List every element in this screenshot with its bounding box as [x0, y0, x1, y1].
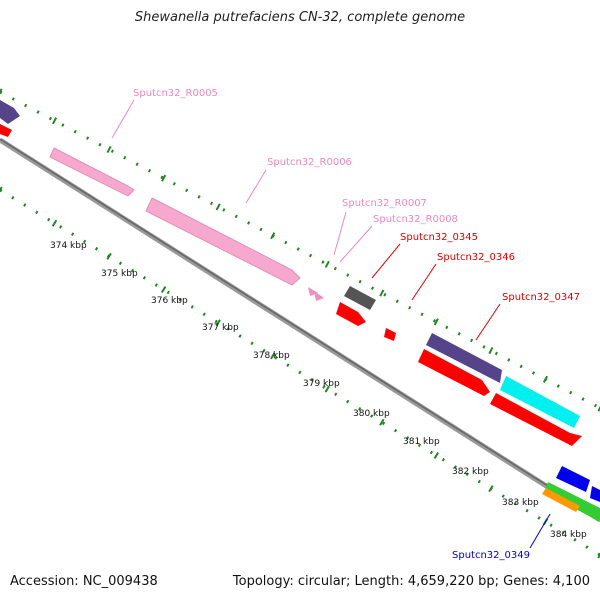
ruler-dash	[433, 451, 440, 459]
tick-label: 380 kbp	[353, 409, 390, 419]
label-r0006: Sputcn32_R0006	[267, 157, 352, 168]
tick-label: 377 kbp	[202, 323, 239, 333]
tick-label: 376 kbp	[151, 296, 188, 306]
feature-cds-blue-1[interactable]	[556, 466, 590, 492]
ruler-dash	[52, 117, 58, 125]
label-r0007: Sputcn32_R0007	[342, 198, 427, 209]
ruler-dash	[106, 145, 112, 154]
feature-cds-0347-purple[interactable]	[426, 333, 502, 383]
tick-label: 378 kbp	[253, 351, 290, 361]
ruler-dash	[379, 289, 385, 297]
ruler-dash	[270, 232, 276, 240]
ruler-dash	[160, 286, 167, 294]
tick-label: 384 kbp	[550, 530, 587, 540]
feature-cds-0349-orange[interactable]	[542, 488, 580, 512]
feature-cds-0346[interactable]	[384, 328, 396, 341]
ruler-dash	[597, 553, 600, 559]
tick-label: 375 kbp	[101, 269, 138, 279]
feature-cds-cyan[interactable]	[500, 376, 580, 428]
ruler-dash	[433, 318, 439, 326]
tick-label: 381 kbp	[403, 437, 440, 447]
feature-cds-purple-left[interactable]	[0, 100, 20, 124]
label-0345: Sputcn32_0345	[400, 232, 478, 243]
ruler-dash	[542, 375, 548, 383]
feature-trna-r0008[interactable]	[314, 291, 324, 301]
label-r0005: Sputcn32_R0005	[133, 88, 218, 99]
ruler-dash	[324, 385, 330, 393]
ruler-dash	[324, 260, 330, 268]
callout-lines	[111, 99, 551, 549]
label-0349: Sputcn32_0349	[452, 550, 530, 561]
ruler-dash	[488, 346, 494, 355]
map-title: Shewanella putrefaciens CN-32, complete …	[134, 10, 466, 25]
outer-ruler-dots	[0, 90, 600, 410]
label-r0008: Sputcn32_R0008	[373, 214, 458, 225]
ruler-dash	[0, 88, 3, 95]
ruler-dash	[488, 485, 494, 493]
ruler-tick-labels: 374 kbp 375 kbp 376 kbp 377 kbp 378 kbp 379 k…	[50, 241, 587, 540]
ruler-dash	[0, 186, 3, 192]
label-0347: Sputcn32_0347	[502, 292, 580, 303]
ruler-dash	[106, 252, 112, 260]
feature-cds-red-right[interactable]	[490, 393, 582, 446]
feature-rrna-r0006[interactable]	[145, 197, 301, 286]
genome-summary-text: Topology: circular; Length: 4,659,220 bp…	[232, 574, 590, 589]
backbone-circle	[0, 137, 600, 523]
tick-label: 383 kbp	[502, 498, 539, 508]
feature-cds-0345-grey[interactable]	[344, 286, 376, 310]
ruler-dash	[51, 219, 58, 227]
label-0346: Sputcn32_0346	[437, 252, 515, 263]
ruler-dash	[161, 174, 167, 182]
inner-ruler-dots	[0, 188, 600, 557]
tick-label: 374 kbp	[50, 241, 87, 251]
outer-ruler-ticks	[0, 88, 600, 412]
tick-label: 382 kbp	[452, 467, 489, 477]
feature-rrna-r0005[interactable]	[49, 147, 135, 197]
feature-cds-0345-red[interactable]	[336, 302, 366, 326]
feature-cds-0347-red[interactable]	[418, 349, 490, 396]
feature-cds-red-left[interactable]	[0, 124, 12, 137]
ruler-dash	[597, 405, 600, 412]
ruler-dash	[215, 319, 221, 327]
accession-text: Accession: NC_009438	[10, 574, 158, 589]
ruler-dash	[379, 418, 385, 426]
ruler-dash	[270, 352, 276, 360]
ruler-dash	[215, 203, 221, 211]
feature-cds-blue-2[interactable]	[590, 486, 600, 502]
tick-label: 379 kbp	[303, 379, 340, 389]
